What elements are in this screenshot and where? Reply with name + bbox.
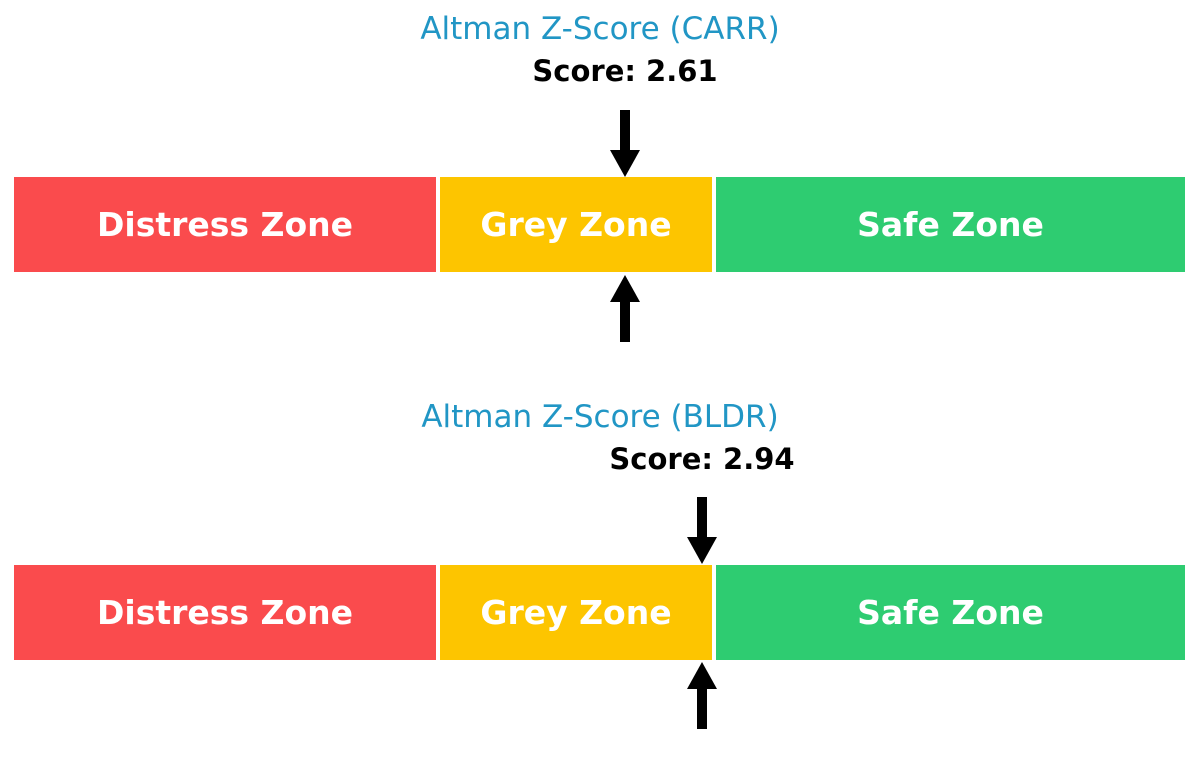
- zone-bar: Distress Zone Grey Zone Safe Zone: [0, 177, 1200, 272]
- chart-title: Altman Z-Score (CARR): [420, 11, 780, 47]
- zone-grey: Grey Zone: [440, 565, 712, 660]
- zone-label: Grey Zone: [480, 205, 672, 244]
- zone-distress: Distress Zone: [14, 177, 436, 272]
- zone-bar: Distress Zone Grey Zone Safe Zone: [0, 565, 1200, 660]
- score-up-arrow-icon: [687, 662, 717, 729]
- zone-label: Safe Zone: [857, 205, 1044, 244]
- zone-safe: Safe Zone: [716, 177, 1185, 272]
- zone-safe: Safe Zone: [716, 565, 1185, 660]
- score-up-arrow-icon: [610, 275, 640, 342]
- zone-distress: Distress Zone: [14, 565, 436, 660]
- score-label: Score: 2.94: [609, 442, 795, 476]
- score-label: Score: 2.61: [532, 54, 718, 88]
- zone-label: Grey Zone: [480, 593, 672, 632]
- score-down-arrow-icon: [610, 110, 640, 177]
- zone-label: Distress Zone: [96, 205, 354, 244]
- zone-grey: Grey Zone: [440, 177, 712, 272]
- chart-title: Altman Z-Score (BLDR): [421, 399, 779, 435]
- zone-label: Distress Zone: [96, 593, 354, 632]
- zone-label: Safe Zone: [857, 593, 1044, 632]
- score-down-arrow-icon: [687, 497, 717, 564]
